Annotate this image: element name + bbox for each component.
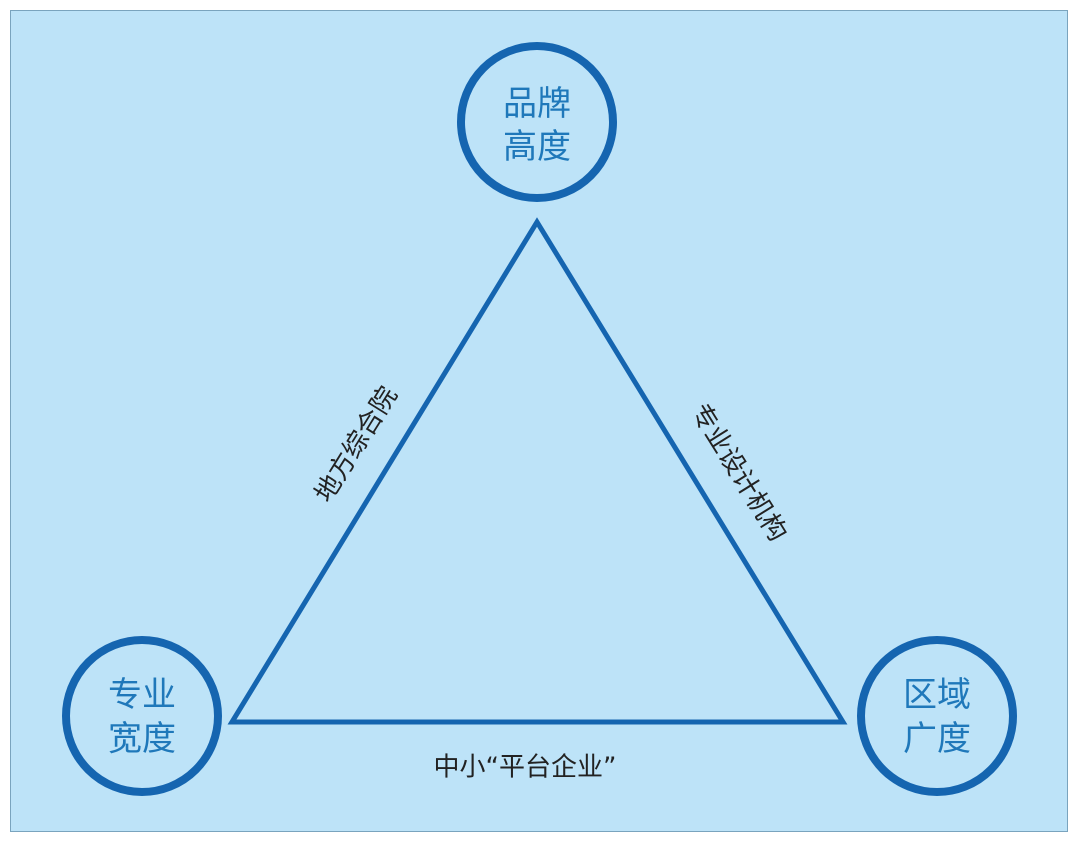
node-right-line1: 区域: [903, 675, 971, 715]
node-right-line2: 广度: [903, 719, 971, 759]
node-professional-width: 专业 宽度: [62, 636, 222, 796]
node-top-line1: 品牌: [503, 84, 571, 124]
node-circle-right: [857, 636, 1017, 796]
node-circle-top: [457, 42, 617, 202]
node-regional-breadth: 区域 广度: [857, 636, 1017, 796]
node-circle-left: [62, 636, 222, 796]
edge-label-left: 地方综合院: [309, 382, 403, 508]
edge-label-bottom: 中小“平台企业”: [434, 753, 617, 783]
edge-label-right: 专业设计机构: [684, 399, 792, 547]
diagram-panel: [10, 10, 1068, 832]
triangle-outline: [227, 217, 848, 725]
node-brand-height: 品牌 高度: [457, 42, 617, 202]
node-left-line2: 宽度: [108, 719, 176, 759]
node-top-line2: 高度: [503, 127, 571, 167]
node-left-line1: 专业: [108, 675, 176, 715]
